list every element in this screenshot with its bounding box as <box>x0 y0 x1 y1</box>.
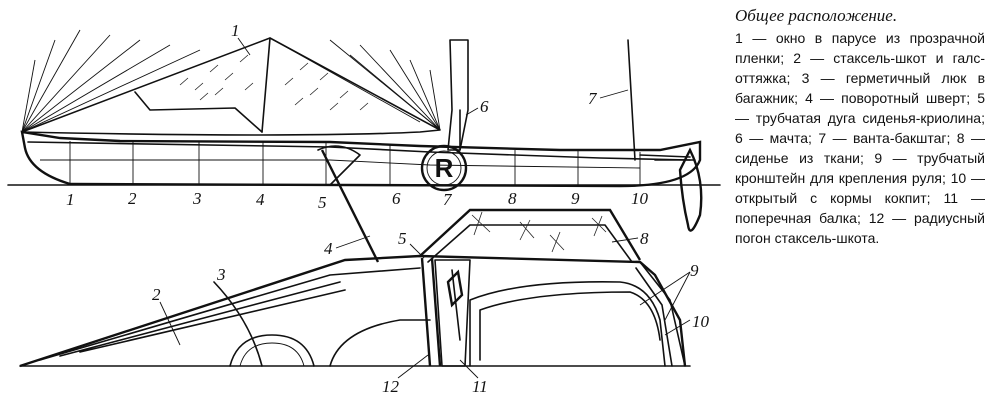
general-arrangement-drawing: R 1 2 3 4 5 6 7 8 9 10 1 6 7 <box>7 21 721 396</box>
logo-badge: R <box>420 144 468 192</box>
station-label: 8 <box>508 189 517 208</box>
station-labels: 1 2 3 4 5 6 7 8 9 10 <box>66 189 649 212</box>
side-hatch <box>213 281 315 367</box>
callout-window: 1 <box>231 21 240 40</box>
sail <box>21 37 441 136</box>
station-label: 7 <box>443 190 453 209</box>
callout-sheet: 2 <box>152 285 161 304</box>
callout-bracket: 9 <box>690 261 699 280</box>
callout-track: 12 <box>382 377 400 396</box>
sail-fan-right <box>329 39 441 131</box>
hull-outline <box>20 130 702 188</box>
station-lines <box>69 141 641 186</box>
sail-fan-left <box>21 29 201 133</box>
callout-beam: 11 <box>472 377 488 396</box>
station-label: 10 <box>631 189 649 208</box>
side-track <box>59 281 346 357</box>
backstay <box>627 39 636 161</box>
top-view: R 1 2 3 4 5 6 7 8 9 10 1 6 7 <box>7 21 721 232</box>
station-label: 2 <box>128 189 137 208</box>
tiller <box>639 154 696 161</box>
side-centerboard <box>320 149 380 263</box>
station-label: 6 <box>392 189 401 208</box>
rudder <box>678 147 703 232</box>
side-seat <box>419 208 642 263</box>
mast <box>447 39 469 151</box>
callout-mast: 6 <box>480 97 489 116</box>
side-seat-arc <box>420 257 442 367</box>
callout-seat-arc: 5 <box>398 229 407 248</box>
caption-title: Общее расположение. <box>735 6 898 25</box>
hull-inner-line <box>40 159 641 169</box>
side-view: 2 3 4 5 8 9 10 11 12 <box>19 149 710 396</box>
callout-cockpit: 10 <box>692 312 710 331</box>
side-hull-panel <box>479 291 661 361</box>
callout-backstay: 7 <box>588 89 598 108</box>
side-rudder-bracket <box>635 261 686 367</box>
logo-letter: R <box>435 153 454 183</box>
station-label: 4 <box>256 190 265 209</box>
station-label: 5 <box>318 193 327 212</box>
callout-centerboard: 4 <box>324 239 333 258</box>
callout-seat: 8 <box>640 229 649 248</box>
caption-text: 1 — окно в парусе из прозрачной пленки; … <box>735 30 985 246</box>
side-hull-flare <box>329 319 431 367</box>
seat-hatching <box>471 211 607 253</box>
top-centerboard <box>317 145 361 186</box>
side-deck-inner <box>39 267 421 361</box>
station-label: 9 <box>571 189 580 208</box>
side-cross-beam <box>434 259 471 367</box>
caption: Общее расположение. 1 — окно в парусе из… <box>735 6 985 248</box>
station-label: 1 <box>66 190 75 209</box>
station-label: 3 <box>192 189 202 208</box>
callout-hatch: 3 <box>216 265 226 284</box>
side-hull-rear <box>469 281 666 367</box>
sail-window-hatching <box>179 54 369 111</box>
